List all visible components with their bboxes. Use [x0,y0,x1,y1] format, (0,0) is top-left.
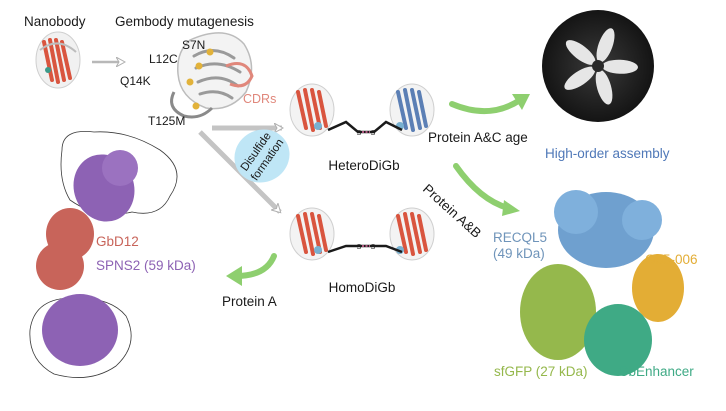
spns2-density-map [29,131,178,378]
mutation-l12c-label: L12C [149,52,178,66]
heterodigb-label: HeteroDiGb [328,158,399,173]
homodigb-structure [289,207,435,261]
gembody-mutagenesis-label: Gembody mutagenesis [115,14,254,29]
homo-s-right: S [371,244,376,251]
gembody-structure [170,32,254,119]
to-complex-arrow [453,163,520,216]
gbenhancer-label: GbEnhancer [618,364,694,379]
mutation-t125m-label: T125M [148,114,185,128]
homodigb-label: HomoDiGb [329,280,396,295]
nanobody-label: Nanobody [24,14,86,29]
mutation-q14k-label: Q14K [120,74,151,88]
recql5-label-line2: (49 kDa) [493,246,545,261]
high-order-assembly-label: High-order assembly [545,146,670,161]
protein-ac-age-label: Protein A&C age [428,130,528,145]
to-spns2-arrow [226,253,277,286]
gb5-006-label: Gb5-006 [645,252,698,267]
complex-density-map [520,190,684,376]
high-order-assembly-em [542,10,654,122]
recql5-label-line1: RECQL5 [493,230,547,245]
mutation-s7n-label: S7N [182,38,205,52]
to-high-order-arrow [449,94,530,115]
nanobody-structure [35,31,81,89]
spns2-label: SPNS2 (59 kDa) [96,258,196,273]
cdrs-label: CDRs [243,92,276,106]
gbd12-label: GbD12 [96,234,139,249]
homo-s-left: S [357,244,362,251]
hetero-s-right: S [371,130,376,137]
hetero-s-left: S [357,130,362,137]
sfgfp-label: sfGFP (27 kDa) [494,364,588,379]
heterodigb-structure [289,83,435,137]
disulfide-bubble [234,129,290,183]
protein-a-label: Protein A [222,294,277,309]
